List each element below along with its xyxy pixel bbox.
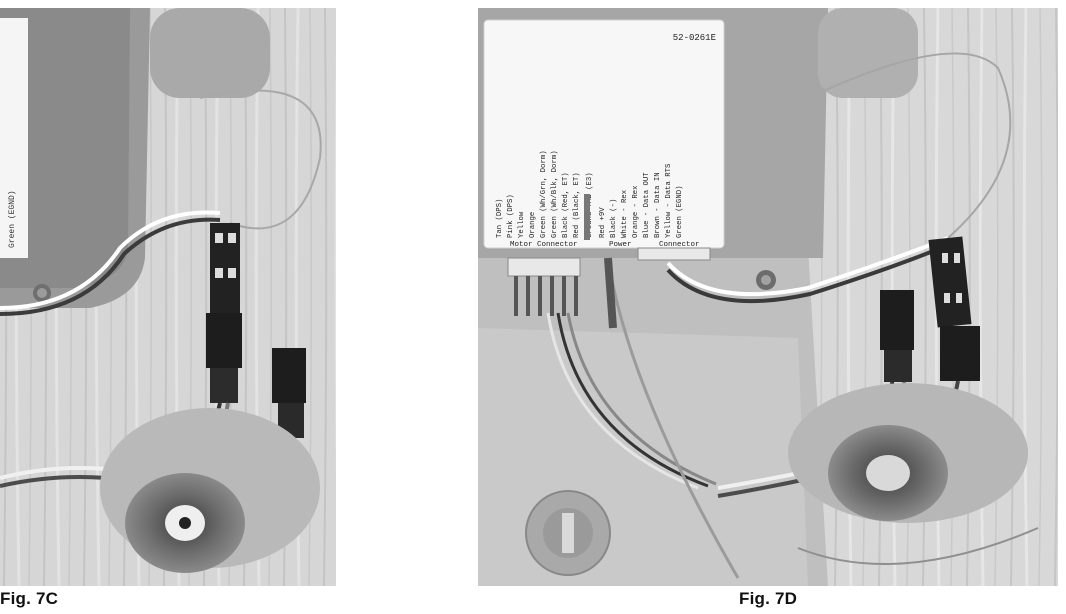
wire-label-2: Pink (DPS) <box>507 194 515 238</box>
wire-label-12: White - Rex <box>621 189 629 238</box>
group-connector: Connector <box>659 241 700 249</box>
wire-label-16: Yellow - Data RTS <box>665 163 673 238</box>
wire-label-17: Green (EGND) <box>676 185 684 238</box>
group-motor-connector: Motor Connector <box>510 241 578 249</box>
photo-fig-7d-illustration: 52-0261E Tan (DPS) Pink (DPS) Yellow Ora… <box>478 8 1058 586</box>
photo-fig-7c-illustration: Green (EGND) <box>0 8 336 586</box>
wire-label-11: Black (-) <box>610 199 618 238</box>
wire-label-7: Black (Red, ET) <box>562 172 570 238</box>
photo-fig-7c: Green (EGND) <box>0 8 336 586</box>
wire-label-13: Orange - Rex <box>632 185 640 238</box>
wire-label-8: Red (Black, ET) <box>573 172 581 238</box>
wire-label-5: Green (Wh/Grn, Dorm) <box>540 150 548 238</box>
figure-caption-7c: Fig. 7C <box>0 589 59 608</box>
figure-caption-7d: Fig. 7D <box>739 589 798 608</box>
left-label-text: Green (EGND) <box>8 190 17 248</box>
wire-label-4: Orange <box>529 212 537 238</box>
photo-fig-7d: 52-0261E Tan (DPS) Pink (DPS) Yellow Ora… <box>478 8 1058 586</box>
wire-label-1: Tan (DPS) <box>496 199 504 238</box>
wire-label-14: Blue - Data OUT <box>643 172 651 238</box>
wire-label-3: Yellow <box>518 211 526 238</box>
group-power: Power <box>609 241 632 249</box>
wire-label-10: Red +9V <box>599 207 607 238</box>
wire-label-15: Brown - Data IN <box>654 172 662 238</box>
wire-label-6: Green (Wh/Blk, Dorm) <box>551 150 559 238</box>
part-number: 52-0261E <box>673 33 716 43</box>
